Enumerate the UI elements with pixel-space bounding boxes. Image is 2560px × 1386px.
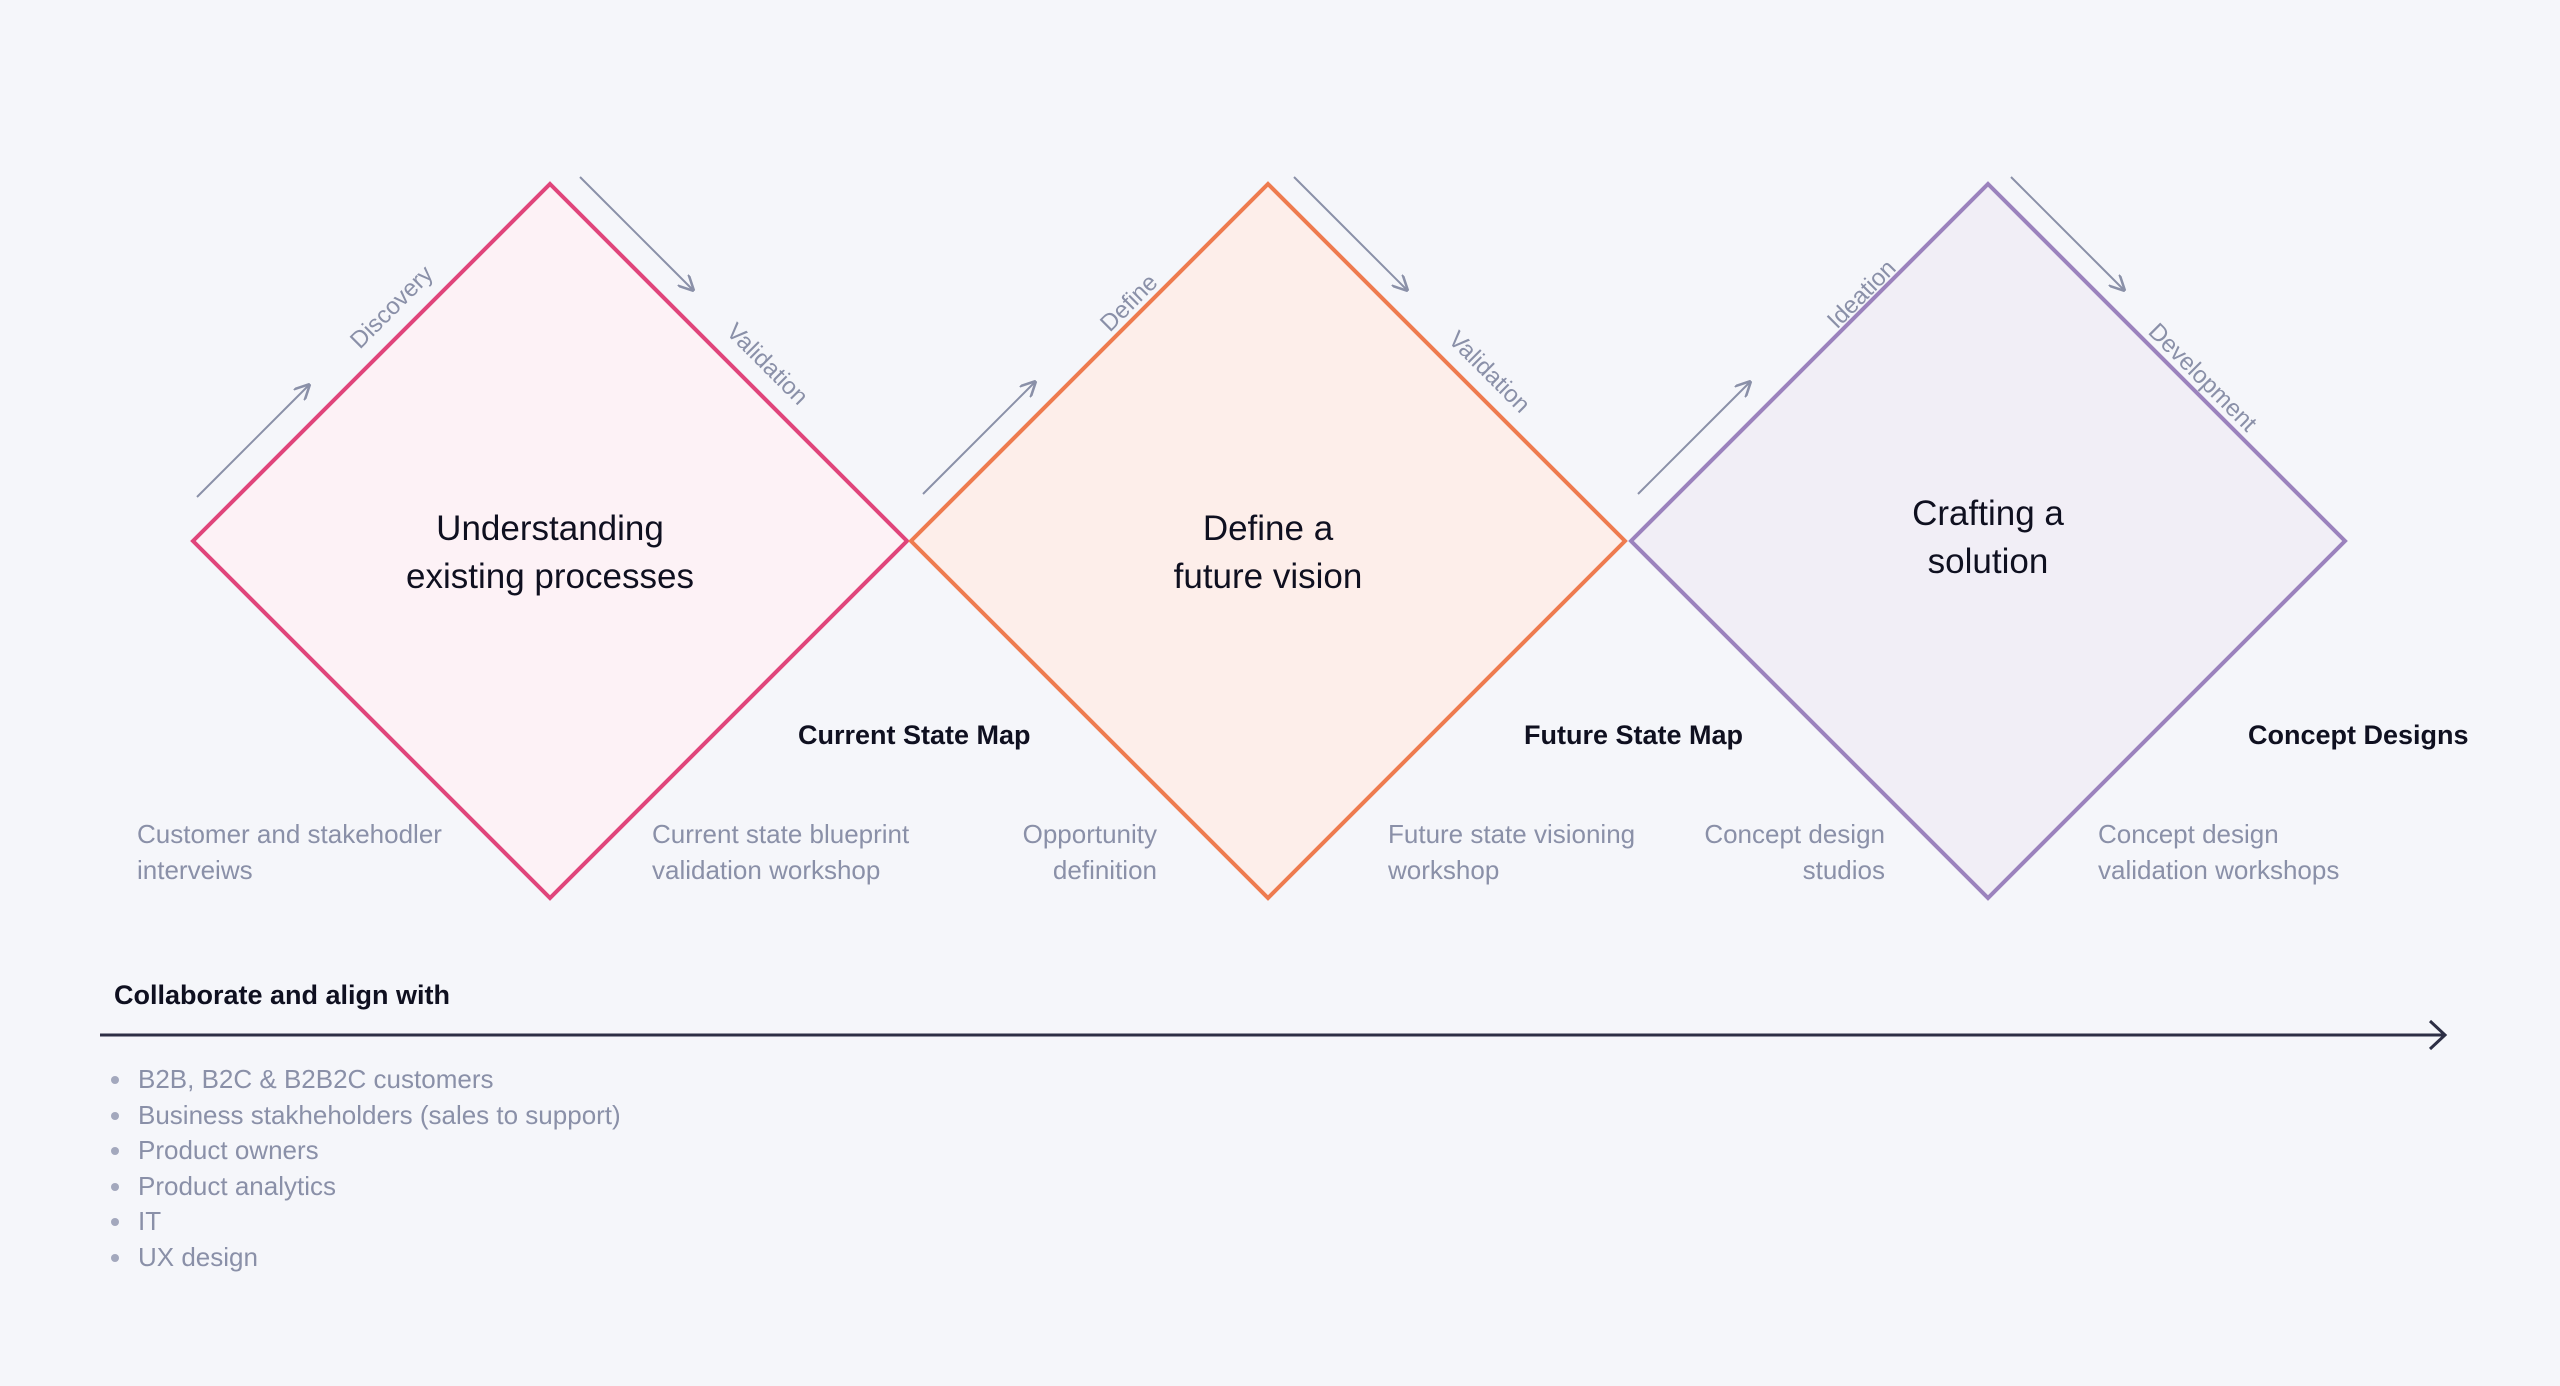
title-line: existing processes [406,557,694,596]
arrow-define [922,382,1035,495]
deliverable-future-state-map: Future State Map [1524,720,1744,750]
arrow-ideation [1637,382,1750,495]
note-line: Concept design [1704,819,1885,849]
diamond-title-crafting-solution: Crafting a solution [1728,490,2248,586]
diamond-crafting-solution [1628,181,2348,901]
arrow-validation-2 [1293,176,1407,290]
arrow-validation-1 [579,176,693,290]
note-line: workshop [1388,855,1500,885]
diamond-define-vision [908,181,1628,901]
list-item: Product owners [108,1133,621,1169]
note-line: definition [1052,855,1157,885]
title-line: Understanding [436,509,664,548]
list-item: Business stakheholders (sales to support… [108,1098,621,1134]
list-item: B2B, B2C & B2B2C customers [108,1062,621,1098]
diamond-understanding [190,181,910,901]
title-line: future vision [1173,557,1363,596]
note-line: Concept design [2098,819,2279,849]
note-concept-studios: Concept design studios [1640,816,1885,888]
list-item: Product analytics [108,1169,621,1205]
note-line: Current state blueprint [652,819,910,849]
list-item: IT [108,1204,621,1240]
note-line: Future state visioning [1388,819,1636,849]
note-line: interveiws [137,855,253,885]
deliverable-concept-designs: Concept Designs [2248,720,2469,750]
title-line: solution [1927,542,2049,581]
note-line: Opportunity [1022,819,1157,849]
deliverable-current-state-map: Current State Map [798,720,1031,750]
note-opportunity-definition: Opportunity definition [918,816,1157,888]
note-blueprint-workshop: Current state blueprint validation works… [652,816,909,888]
collaborate-title: Collaborate and align with [114,980,451,1010]
note-line: validation workshop [652,855,881,885]
arrow-development [2010,176,2124,290]
collaborate-list: B2B, B2C & B2B2C customers Business stak… [108,1062,621,1275]
diamond-title-understanding: Understanding existing processes [290,505,810,601]
diamond-title-define-vision: Define a future vision [1008,505,1528,601]
title-line: Crafting a [1912,494,2064,533]
timeline-arrowhead [2428,1019,2448,1051]
note-line: studios [1802,855,1885,885]
note-validation-workshops: Concept design validation workshops [2098,816,2339,888]
list-item: UX design [108,1240,621,1276]
title-line: Define a [1202,509,1334,548]
note-customer-interviews: Customer and stakehodler interveiws [137,816,442,888]
note-visioning-workshop: Future state visioning workshop [1388,816,1635,888]
note-line: Customer and stakehodler [137,819,442,849]
arrow-discovery [196,385,309,498]
note-line: validation workshops [2098,855,2340,885]
